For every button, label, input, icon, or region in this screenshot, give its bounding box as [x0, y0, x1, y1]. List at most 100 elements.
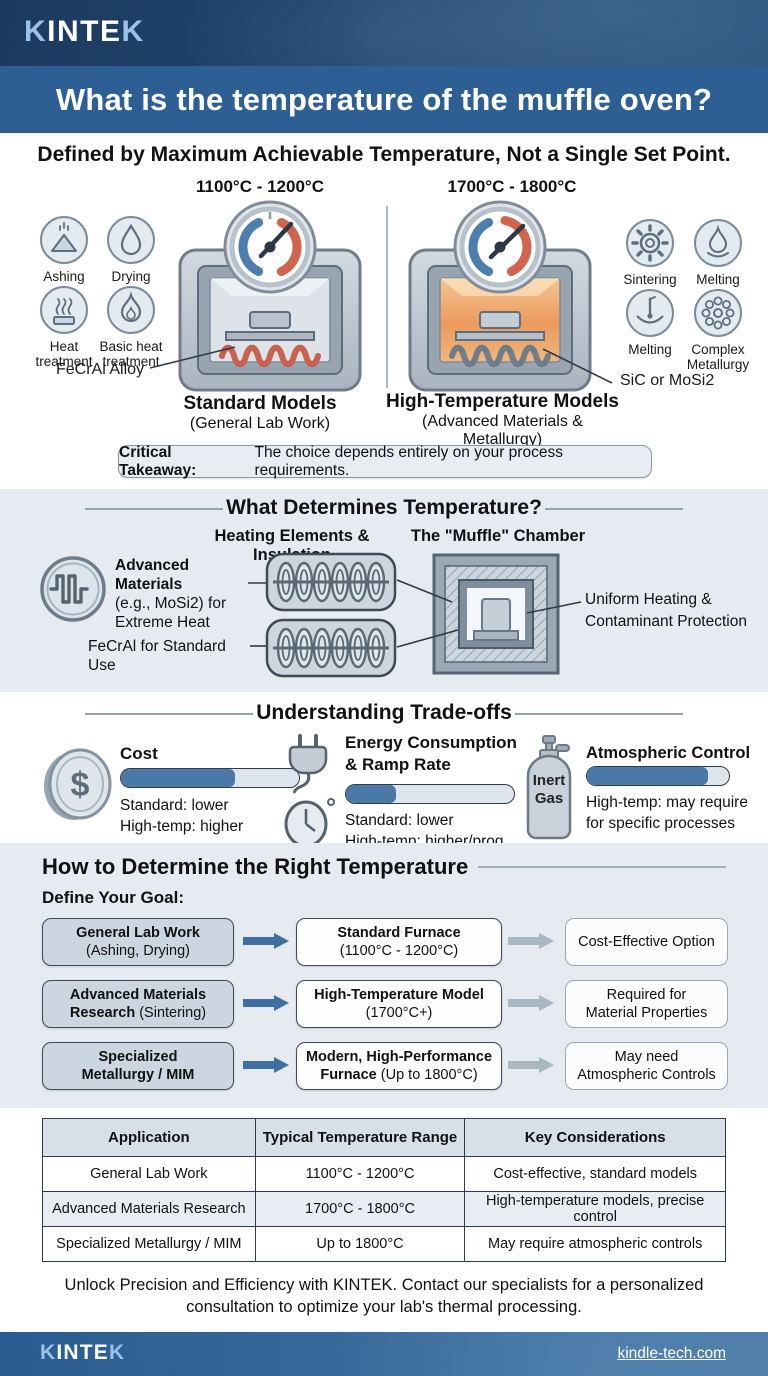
atmosphere-bar-fill — [587, 767, 708, 785]
cost-bar — [120, 768, 300, 788]
standard-models-title: Standard Models — [183, 393, 337, 414]
melting-crucible-icon — [626, 289, 674, 337]
kintek-logo: KINTEK — [24, 15, 145, 49]
inert-label-line2: Gas — [534, 790, 564, 807]
heading-line — [85, 713, 253, 715]
logo-letters: INTE — [56, 1341, 110, 1364]
table-header: Key Considerations — [464, 1118, 726, 1157]
application-melting: Melting — [683, 217, 753, 287]
temperature-gauge — [453, 200, 547, 294]
application-melting-crucible: Melting — [615, 287, 685, 357]
column-divider — [386, 206, 388, 388]
tradeoffs-heading: Understanding Trade-offs — [256, 701, 512, 724]
energy-title-line2: & Ramp Rate — [345, 755, 451, 774]
model-line1: Modern, High-Performance — [305, 1049, 493, 1065]
cost-coin-icon: $ — [44, 748, 112, 820]
icon-label: Complex Metallurgy — [686, 342, 750, 372]
page-title: What is the temperature of the muffle ov… — [55, 81, 713, 117]
sic-mosi2-coil — [449, 344, 551, 368]
heating-element-bottom — [265, 618, 397, 678]
energy-bar — [345, 784, 515, 804]
flow-arrow-gray — [508, 995, 554, 1011]
icon-label: Basic heat treatment — [99, 339, 163, 369]
cost-bar-fill — [121, 769, 235, 787]
application-heat-treatment: Heat treatment — [29, 284, 99, 369]
table-cell: Advanced Materials Research — [42, 1191, 256, 1227]
sintering-icon — [626, 219, 674, 267]
heating-element-top — [265, 552, 397, 612]
outcome-line2: Material Properties — [585, 1005, 708, 1021]
goal-line2: (Ashing, Drying) — [86, 943, 190, 959]
table-header-row: Application Typical Temperature Range Ke… — [42, 1118, 726, 1157]
standard-models-subtitle: (General Lab Work) — [189, 415, 331, 432]
icon-label: Sintering — [623, 272, 677, 287]
standard-range-label: 1100°C - 1200°C — [196, 177, 324, 196]
icon-label: Drying — [111, 269, 151, 284]
sic-mosi2-label: SiC or MoSi2 — [620, 372, 715, 389]
standard-oven-illustration — [178, 200, 362, 392]
icon-label: Heat treatment — [35, 339, 93, 369]
icon-label: Melting — [696, 272, 740, 287]
logo-letter: K — [24, 15, 48, 48]
inert-gas-cylinder-icon — [526, 735, 572, 840]
flow-arrow-gray — [508, 933, 554, 949]
table-row: Advanced Materials Research 1700°C - 180… — [42, 1191, 726, 1227]
heading-line — [545, 508, 683, 510]
outcome-line2: Atmospheric Controls — [577, 1067, 716, 1083]
table-row: General Lab Work 1100°C - 1200°C Cost-ef… — [42, 1156, 726, 1192]
cost-notes: Standard: lower High-temp: higher — [120, 795, 243, 837]
cta-line2: consultation to optimize your lab's ther… — [186, 1298, 582, 1316]
goal-line2-bold: Research — [69, 1005, 140, 1021]
outcome-box-atmospheric-controls: May need Atmospheric Controls — [565, 1042, 728, 1090]
header-bar: KINTEK — [0, 0, 768, 66]
goal-box-advanced-materials: Advanced Materials Research (Sintering) — [42, 980, 234, 1028]
section1-subtitle: Defined by Maximum Achievable Temperatur… — [37, 143, 731, 166]
atmosphere-note2: for specific processes — [586, 815, 736, 832]
logo-letter: K — [109, 1341, 126, 1364]
muffle-chamber-heading: The "Muffle" Chamber — [410, 527, 586, 545]
temperature-gauge — [223, 200, 317, 294]
uniform-heating-note: Uniform Heating & Contaminant Protection — [585, 589, 765, 633]
note-line2: Contaminant Protection — [585, 613, 747, 630]
table-header: Application — [42, 1118, 256, 1157]
goal-line2-bold: Metallurgy / MIM — [81, 1067, 195, 1083]
hightemp-range-label: 1700°C - 1800°C — [447, 177, 577, 196]
flow-arrow-blue — [243, 933, 289, 949]
icon-label: Melting — [628, 342, 672, 357]
takeaway-label: Critical Takeaway: — [119, 443, 197, 479]
heat-treatment-icon — [40, 286, 88, 334]
footer-bar: KINTEK kindle-tech.com — [0, 1332, 768, 1376]
fecral-alloy-label: FeCrAl Alloy — [56, 361, 145, 378]
outcome-line1: Required for — [606, 987, 687, 1003]
model-box-high-temperature: High-Temperature Model (1700°C+) — [296, 980, 502, 1028]
outcome-line1: Cost-Effective Option — [578, 934, 715, 950]
model-box-standard-furnace: Standard Furnace (1100°C - 1200°C) — [296, 918, 502, 966]
determines-heading: What Determines Temperature? — [226, 496, 542, 519]
energy-title-line1: Energy Consumption — [345, 733, 517, 752]
logo-letter: K — [40, 1341, 57, 1364]
goal-line1: General Lab Work — [76, 925, 200, 941]
model-line1: High-Temperature Model — [314, 987, 484, 1003]
application-basic-heat-treatment: Basic heat treatment — [96, 284, 166, 369]
website-link[interactable]: kindle-tech.com — [617, 1345, 726, 1362]
muffle-chamber-diagram — [432, 553, 560, 675]
title-bar: What is the temperature of the muffle ov… — [0, 66, 768, 133]
cost-note1: Standard: lower — [120, 797, 229, 814]
table-cell: May require atmospheric controls — [464, 1226, 726, 1262]
atmosphere-bar — [586, 766, 730, 786]
cost-title: Cost — [120, 744, 158, 763]
advanced-materials-line2: (e.g., MoSi2) for — [115, 595, 227, 612]
logo-letter: K — [121, 15, 145, 48]
cost-note2: High-temp: higher — [120, 818, 244, 835]
table-cell: 1100°C - 1200°C — [254, 1156, 466, 1192]
application-temperature-table: Application Typical Temperature Range Ke… — [42, 1118, 726, 1262]
critical-takeaway-banner: Critical Takeaway: The choice depends en… — [118, 443, 652, 479]
advanced-materials-note: Advanced Materials (e.g., MoSi2) for Ext… — [115, 556, 255, 632]
energy-title: Energy Consumption & Ramp Rate — [345, 732, 517, 776]
table-header: Typical Temperature Range — [254, 1118, 466, 1157]
table-cell: Up to 1800°C — [254, 1226, 466, 1262]
svg-text:$: $ — [71, 766, 90, 804]
energy-note1: Standard: lower — [345, 812, 454, 829]
table-cell: High-temperature models, precise control — [464, 1191, 726, 1227]
